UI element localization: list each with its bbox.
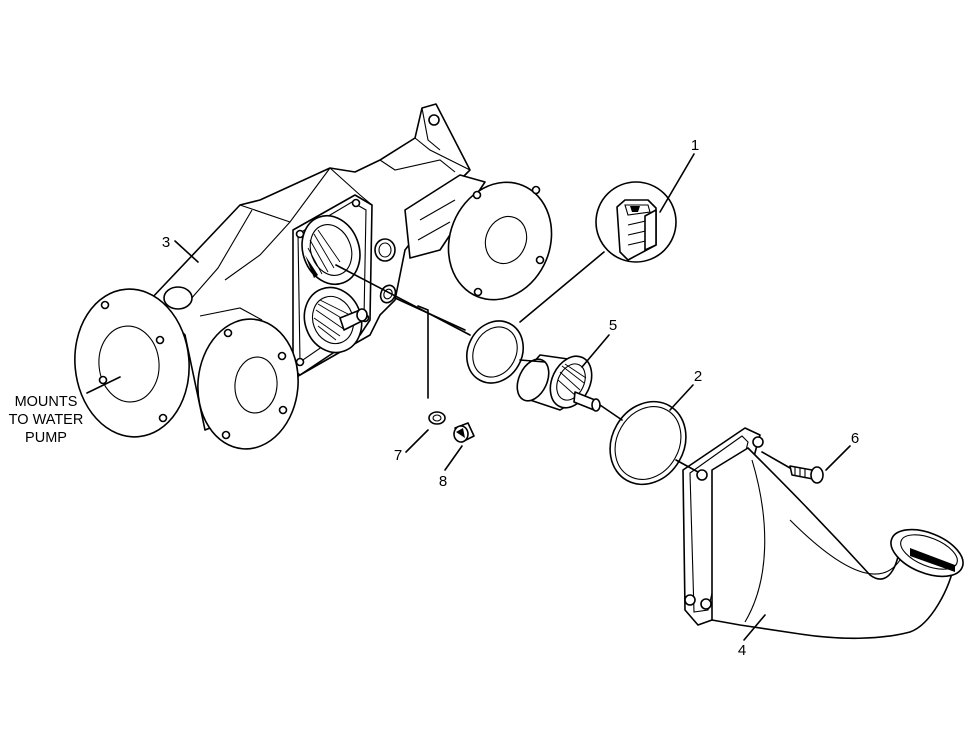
- part-2-gasket: [609, 400, 687, 486]
- part-3-housing: [74, 103, 553, 450]
- callout-2: 2: [694, 368, 702, 385]
- callout-7: 7: [394, 447, 402, 464]
- note-line-1: MOUNTS: [15, 394, 78, 410]
- note-line-2: TO WATER: [9, 412, 84, 428]
- part-4-elbow: [682, 427, 964, 640]
- callout-3: 3: [162, 234, 170, 251]
- mount-note: MOUNTS TO WATER PUMP: [9, 394, 84, 446]
- part-5-thermostat: [516, 354, 601, 412]
- callout-6: 6: [851, 430, 859, 447]
- note-line-3: PUMP: [25, 430, 67, 446]
- callout-labels: 1 2 3 4 5 6 7 8: [162, 137, 859, 659]
- callout-4: 4: [738, 642, 746, 659]
- assembly-lines: [335, 264, 791, 473]
- part-8-plug: [453, 422, 475, 443]
- callout-leaders: [86, 153, 851, 641]
- part-6-bolt: [789, 465, 824, 484]
- seal-ring: [466, 320, 524, 384]
- callout-5: 5: [609, 317, 617, 334]
- part-7-washer: [428, 411, 446, 425]
- callout-8: 8: [439, 473, 447, 490]
- callout-1: 1: [691, 137, 699, 154]
- part-1-detail-inset: [519, 181, 677, 323]
